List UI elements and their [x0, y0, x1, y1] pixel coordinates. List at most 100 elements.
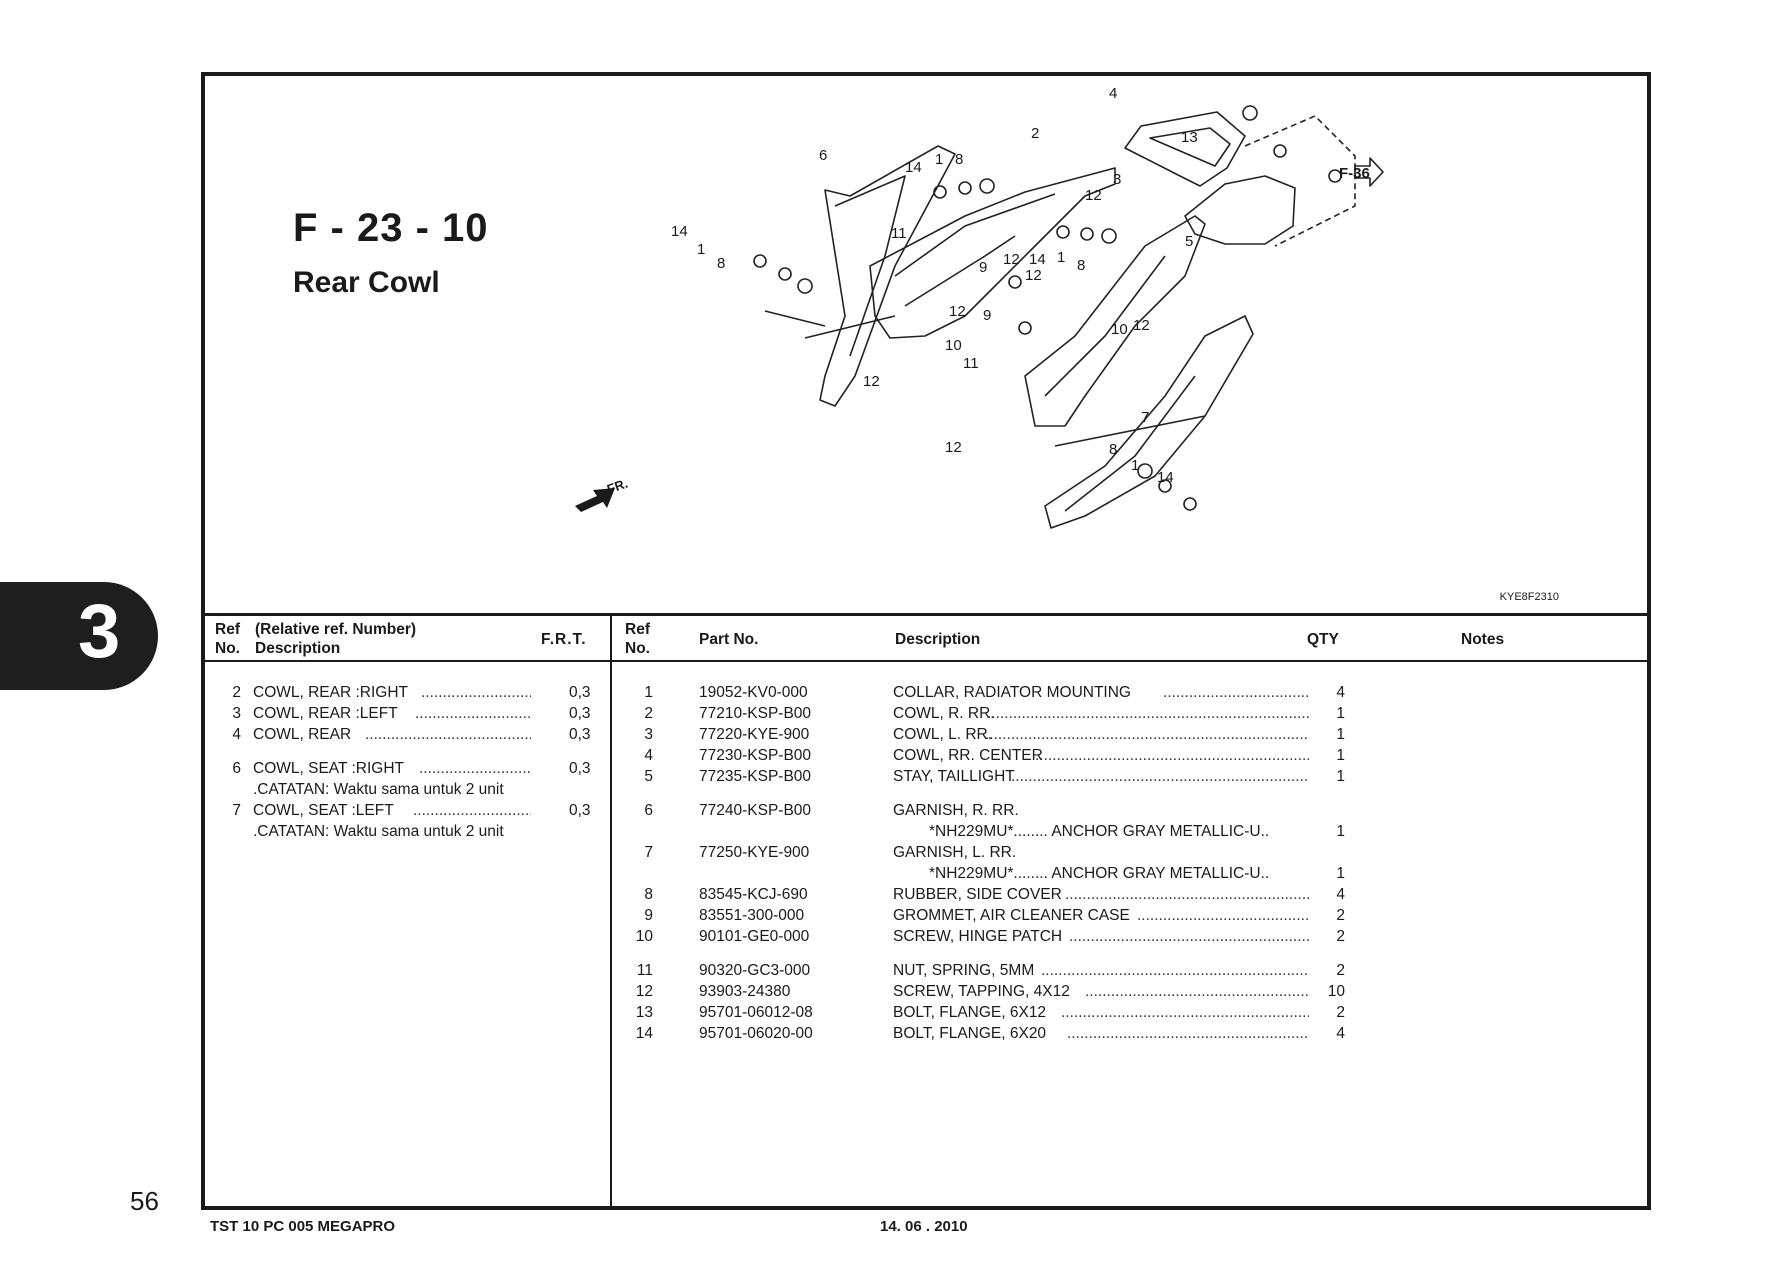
left-row-note: .CATATAN: Waktu sama untuk 2 unit	[253, 781, 504, 798]
footer-date: 14. 06 . 2010	[880, 1218, 968, 1235]
parts-row-desc: GARNISH, L. RR.	[893, 844, 1017, 861]
parts-row-qty: 1	[1336, 747, 1345, 764]
callout-14: 14	[1157, 469, 1174, 486]
callout-11: 11	[891, 225, 907, 242]
callout-2: 2	[1031, 125, 1039, 142]
parts-row-desc: GARNISH, R. RR.	[893, 802, 1019, 819]
left-header-description: Description	[255, 640, 341, 657]
parts-row-desc: COWL, L. RR.	[893, 726, 993, 743]
left-row-ref: 3	[232, 705, 241, 722]
left-row-desc: COWL, REAR	[253, 726, 352, 743]
left-row-desc: COWL, SEAT :LEFT	[253, 802, 394, 819]
catalog-frame: F - 23 - 10 Rear Cowl	[201, 72, 1651, 1210]
parts-row-part-no: 77235-KSP-B00	[699, 768, 812, 785]
parts-row-ref: 10	[635, 928, 653, 945]
callout-5: 5	[1185, 233, 1193, 250]
callout-14: 14	[905, 159, 922, 176]
callout-1: 1	[1131, 457, 1139, 474]
parts-row-ref: 7	[644, 844, 653, 861]
left-row-note: .CATATAN: Waktu sama untuk 2 unit	[253, 823, 504, 840]
callout-8: 8	[1109, 441, 1117, 458]
parts-row-qty: 1	[1336, 705, 1345, 722]
parts-row-part-no: 93903-24380	[699, 983, 791, 1000]
parts-header-ref: Ref	[625, 621, 650, 638]
parts-row-part-no: 19052-KV0-000	[699, 684, 808, 701]
parts-row-part-no: 77250-KYE-900	[699, 844, 810, 861]
parts-row-ref: 12	[635, 983, 653, 1000]
front-label: FR.	[605, 476, 630, 497]
parts-row-ref: 8	[644, 886, 653, 903]
callout-8: 8	[955, 151, 963, 168]
parts-row-qty: 4	[1336, 1025, 1345, 1042]
callout-1: 1	[697, 241, 705, 258]
diagram-code: KYE8F2310	[1499, 591, 1559, 603]
parts-row-desc: COWL, R. RR.	[893, 705, 995, 722]
parts-row-ref: 5	[644, 768, 653, 785]
callout-4: 4	[1109, 85, 1117, 102]
callout-3: 3	[1113, 171, 1121, 188]
parts-row-part-no: 95701-06020-00	[699, 1025, 813, 1042]
parts-row-desc: GROMMET, AIR CLEANER CASE	[893, 907, 1130, 924]
callout-12: 12	[863, 373, 880, 390]
left-row-desc: COWL, SEAT :RIGHT	[253, 760, 404, 777]
parts-row-desc: NUT, SPRING, 5MM	[893, 962, 1035, 979]
callout-12: 12	[1003, 251, 1020, 268]
parts-row-desc: STAY, TAILLIGHT	[893, 768, 1015, 785]
diagram-area: F - 23 - 10 Rear Cowl	[205, 76, 1647, 616]
callout-12: 12	[1025, 267, 1042, 284]
parts-row-ref: 9	[644, 907, 653, 924]
callout-14: 14	[1029, 251, 1046, 268]
parts-row-part-no: 83551-300-000	[699, 907, 805, 924]
parts-row-part-no: 95701-06012-08	[699, 1004, 813, 1021]
callout-1: 1	[1057, 249, 1065, 266]
front-arrow-icon: FR.	[575, 476, 630, 512]
parts-row-part-no: 90320-GC3-000	[699, 962, 811, 979]
parts-row-desc: RUBBER, SIDE COVER	[893, 886, 1062, 903]
parts-row-desc: BOLT, FLANGE, 6X20	[893, 1025, 1047, 1042]
chapter-tab	[0, 582, 158, 690]
left-row-ref: 7	[232, 802, 241, 819]
callout-12: 12	[1085, 187, 1102, 204]
parts-row-qty: 2	[1336, 962, 1345, 979]
ref-arrow-label: F-36	[1339, 165, 1370, 182]
parts-row-qty: 2	[1336, 907, 1345, 924]
left-header-frt: F.R.T.	[541, 631, 587, 648]
parts-row-ref: 1	[644, 684, 653, 701]
part-cowl-rear-left	[1024, 215, 1206, 427]
parts-row-part-no: 77240-KSP-B00	[699, 802, 812, 819]
parts-row-ref: 14	[635, 1025, 653, 1042]
parts-row-qty: 2	[1336, 928, 1345, 945]
callout-14: 14	[671, 223, 688, 240]
callout-12: 12	[945, 439, 962, 456]
parts-header-notes: Notes	[1461, 631, 1505, 648]
parts-row-color-spec: *NH229MU*........ ANCHOR GRAY METALLIC-U…	[929, 865, 1270, 882]
callout-8: 8	[717, 255, 725, 272]
left-row-frt: 0,3	[569, 726, 591, 743]
parts-header-description: Description	[895, 631, 981, 648]
callout-8: 8	[1077, 257, 1085, 274]
parts-row-part-no: 77210-KSP-B00	[699, 705, 812, 722]
parts-row-ref: 13	[635, 1004, 653, 1021]
parts-row-color-spec: *NH229MU*........ ANCHOR GRAY METALLIC-U…	[929, 823, 1270, 840]
parts-row-qty: 1	[1336, 865, 1345, 882]
callout-11: 11	[963, 355, 979, 372]
parts-row-desc: BOLT, FLANGE, 6X12	[893, 1004, 1047, 1021]
callout-10: 10	[945, 337, 962, 354]
parts-row-part-no: 90101-GE0-000	[699, 928, 810, 945]
left-row-ref: 2	[232, 684, 241, 701]
page-number: 56	[130, 1186, 159, 1216]
parts-row-part-no: 77220-KYE-900	[699, 726, 810, 743]
parts-row-desc: SCREW, HINGE PATCH	[893, 928, 1063, 945]
parts-row-qty: 4	[1336, 886, 1345, 903]
parts-row-ref: 4	[644, 747, 653, 764]
callout-12: 12	[1133, 317, 1150, 334]
left-header-ref: Ref	[215, 621, 240, 638]
parts-row-ref: 2	[644, 705, 653, 722]
left-row-desc: COWL, REAR :RIGHT	[253, 684, 409, 701]
parts-row-qty: 1	[1336, 823, 1345, 840]
callout-10: 10	[1111, 321, 1128, 338]
chapter-number: 3	[78, 589, 121, 674]
callout-7: 7	[1141, 409, 1149, 426]
parts-row-part-no: 83545-KCJ-690	[699, 886, 808, 903]
part-garnish-right	[819, 145, 956, 407]
